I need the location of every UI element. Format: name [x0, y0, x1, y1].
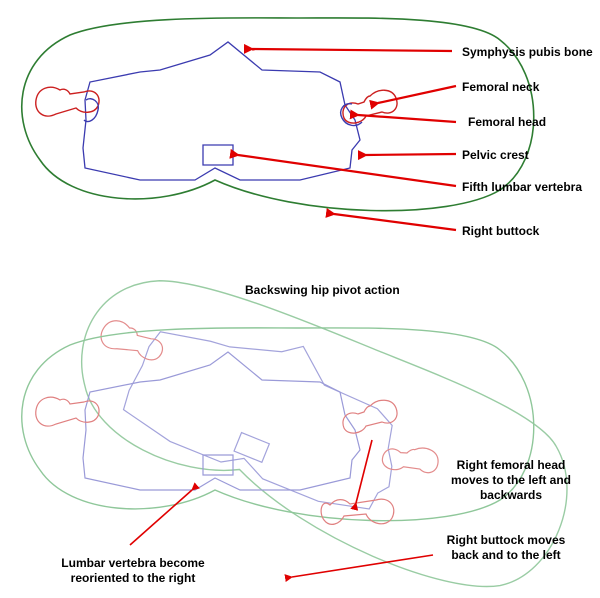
pelvis-outline — [82, 41, 361, 181]
rotated-pelvis — [48, 246, 597, 598]
rotated-vertebra — [233, 431, 270, 463]
arrow-fifth-lumbar — [229, 148, 457, 188]
base-pelvis-outline — [82, 351, 361, 491]
label-pelvic-crest: Pelvic crest — [462, 148, 529, 162]
label-symphysis: Symphysis pubis bone — [462, 45, 593, 59]
label-femoral-head-motion: Right femoral head moves to the left and… — [450, 458, 572, 502]
label-buttock-motion: Right buttock moves back and to the left — [446, 533, 566, 562]
buttock-outline — [20, 17, 535, 212]
bottom-diagram — [21, 246, 597, 598]
motion-arrows — [129, 439, 434, 583]
base-pelvis — [21, 327, 535, 522]
right-femur — [340, 89, 398, 127]
label-fifth-lumbar: Fifth lumbar vertebra — [462, 180, 583, 194]
label-femoral-neck: Femoral neck — [462, 80, 540, 94]
left-femur — [35, 86, 100, 123]
arrow-lumbar-motion — [129, 482, 200, 546]
fifth-lumbar-vertebra — [202, 144, 234, 166]
arrow-right-buttock — [325, 208, 457, 232]
label-right-buttock: Right buttock — [462, 224, 540, 238]
moved-right-femur — [320, 498, 395, 525]
label-femoral-head: Femoral head — [468, 115, 547, 129]
arrow-buttock-motion — [284, 554, 434, 583]
base-left-femur — [35, 396, 100, 427]
arrow-femoral-neck — [369, 84, 457, 110]
arrow-femoral-head-motion — [350, 439, 373, 511]
label-arrows — [229, 43, 457, 232]
rotated-left-femur — [100, 320, 164, 361]
base-right-femur — [342, 399, 398, 434]
label-lumbar-motion: Lumbar vertebra become reoriented to the… — [61, 556, 205, 585]
arrow-pelvic-crest — [357, 150, 457, 161]
rotated-pelvis-outline — [116, 291, 427, 525]
top-diagram — [20, 17, 535, 232]
arrow-femoral-head — [349, 109, 457, 124]
diagram-caption: Backswing hip pivot action — [245, 283, 400, 297]
base-vertebra — [202, 454, 234, 476]
arrow-symphysis — [243, 43, 453, 54]
rotated-right-femur — [381, 447, 439, 474]
